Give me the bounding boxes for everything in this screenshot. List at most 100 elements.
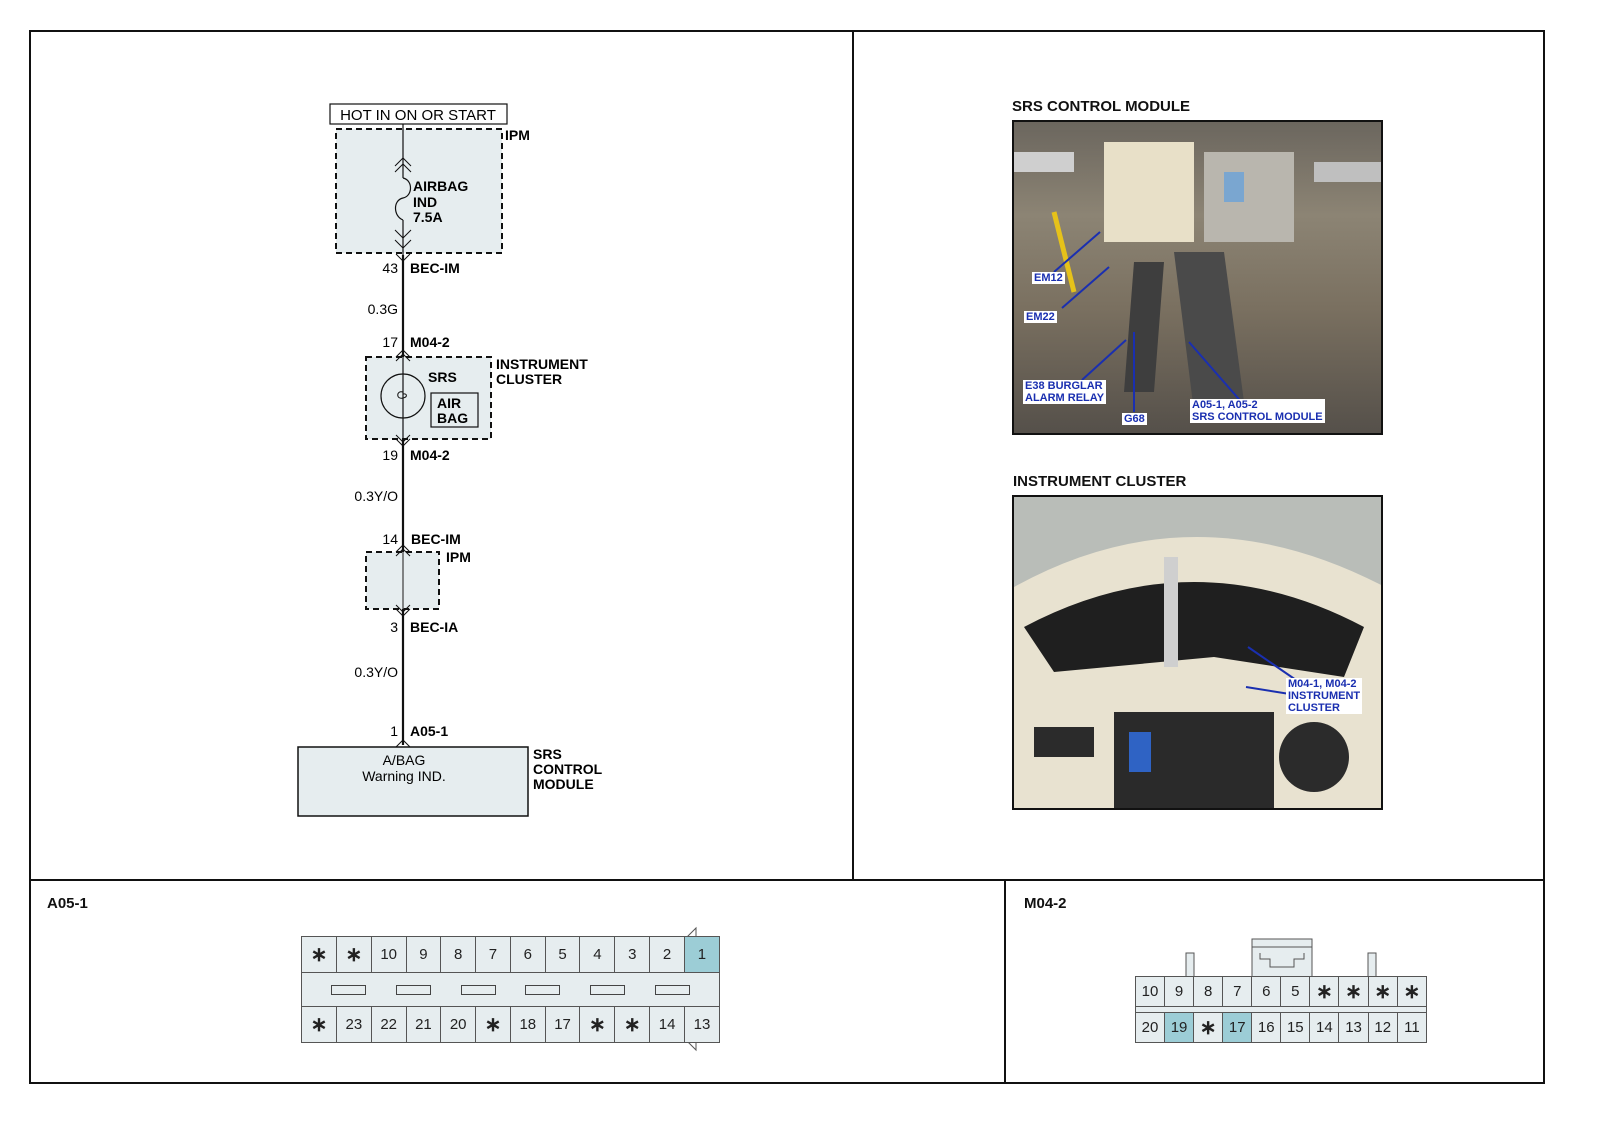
module-label: SRS <box>533 746 562 762</box>
pin-cell: 17 <box>544 1006 581 1043</box>
pin-cell: 14 <box>649 1006 685 1043</box>
unused-pin: ∗ <box>301 1006 337 1043</box>
callout-em12: EM12 <box>1032 272 1065 284</box>
m04-lock-tabs <box>1185 938 1377 977</box>
power-source-box <box>329 103 508 125</box>
fuse-icon <box>394 157 412 249</box>
pin-cell: 4 <box>579 936 616 973</box>
ipm-fuse-box <box>335 128 503 254</box>
callout-em22: EM22 <box>1024 311 1057 323</box>
pin-cell: 12 <box>1367 1012 1398 1043</box>
pin-cell: 13 <box>1338 1012 1369 1043</box>
instrument-cluster-box <box>365 356 492 440</box>
wire-spec: 0.3G <box>368 301 398 317</box>
pin-cell: 10 <box>1134 976 1166 1007</box>
ipm-mid-label: IPM <box>446 549 471 565</box>
pin-cell: 10 <box>370 936 407 973</box>
connector-name: BEC-IM <box>410 260 460 276</box>
connector-name: BEC-IA <box>410 619 458 635</box>
wire-spec: 0.3Y/O <box>354 488 398 504</box>
pin-cell: 22 <box>370 1006 407 1043</box>
power-source-label: HOT IN ON OR START <box>340 107 496 124</box>
module-label-3: MODULE <box>533 776 594 792</box>
callout-e38-burglar-alarm-relay: E38 BURGLAR ALARM RELAY <box>1023 380 1107 404</box>
fuse-rating: 7.5A <box>413 209 443 225</box>
pin-cell: 14 <box>1309 1012 1340 1043</box>
pin-number: 14 <box>382 531 398 547</box>
pin-cell: 5 <box>1280 976 1311 1007</box>
unused-pin: ∗ <box>475 1006 511 1043</box>
unused-pin: ∗ <box>579 1006 616 1043</box>
module-function: A/BAG <box>383 752 426 768</box>
srs-control-module-photo: EM12 EM22 E38 BURGLAR ALARM RELAY G68 A0… <box>1012 120 1383 435</box>
connector-name: A05-1 <box>410 723 448 739</box>
cluster-photo-title: INSTRUMENT CLUSTER <box>1013 473 1187 490</box>
callout-m04-instrument-cluster: M04-1, M04-2 INSTRUMENT CLUSTER <box>1286 678 1363 714</box>
connector-terminal-icon <box>395 253 411 262</box>
pin-cell: 21 <box>405 1006 442 1043</box>
pin-cell: 19 <box>1164 1012 1195 1043</box>
unused-pin: ∗ <box>1309 976 1340 1007</box>
cluster-label: INSTRUMENT <box>496 356 588 372</box>
airbag-text-2: BAG <box>437 410 468 426</box>
pin-cell: 17 <box>1222 1012 1253 1043</box>
pin-number: 1 <box>390 723 398 739</box>
pin-cell: 6 <box>509 936 546 973</box>
a05-key-tab <box>685 926 697 1052</box>
pin-cell: 9 <box>1164 976 1195 1007</box>
fuse-name-line2: IND <box>413 194 437 210</box>
airbag-indicator-box <box>430 392 479 428</box>
instrument-cluster-photo: M04-1, M04-2 INSTRUMENT CLUSTER <box>1012 495 1383 810</box>
cluster-photo-illustration <box>1014 537 1381 808</box>
unused-pin: ∗ <box>1396 976 1428 1007</box>
connector-name: BEC-IM <box>411 531 461 547</box>
cluster-label-2: CLUSTER <box>496 371 562 387</box>
pin-cell: 7 <box>475 936 511 973</box>
unused-pin: ∗ <box>1193 1012 1224 1043</box>
pin-cell: 9 <box>405 936 442 973</box>
connector-a05-title: A05-1 <box>47 895 88 912</box>
pin-cell: 6 <box>1251 976 1282 1007</box>
connector-latch-row <box>301 972 720 1007</box>
pin-number: 19 <box>382 447 398 463</box>
pin-number: 43 <box>382 260 398 276</box>
srs-photo-title: SRS CONTROL MODULE <box>1012 98 1191 115</box>
unused-pin: ∗ <box>335 936 372 973</box>
pin-cell: 23 <box>335 1006 372 1043</box>
pin-cell: 20 <box>440 1006 477 1043</box>
module-function-2: Warning IND. <box>362 768 446 784</box>
pin-cell: 20 <box>1134 1012 1166 1043</box>
pin-cell: 2 <box>649 936 685 973</box>
pin-cell: 15 <box>1280 1012 1311 1043</box>
unused-pin: ∗ <box>301 936 337 973</box>
connector-m04-panel <box>1004 879 1545 1084</box>
pin-cell: 16 <box>1251 1012 1282 1043</box>
pin-cell: 7 <box>1222 976 1253 1007</box>
unused-pin: ∗ <box>1338 976 1369 1007</box>
wiring-schematic: HOT IN ON OR START IPM AIRBAG IND 7.5A 4… <box>297 103 603 817</box>
airbag-text: AIR <box>437 395 461 411</box>
pin-number: 3 <box>390 619 398 635</box>
unused-pin: ∗ <box>614 1006 651 1043</box>
connector-name: M04-2 <box>410 447 450 463</box>
pin-cell: 1 <box>683 936 721 973</box>
pin-cell: 8 <box>1193 976 1224 1007</box>
srs-photo-illustration <box>1014 142 1381 412</box>
warning-lamp-icon <box>380 373 426 419</box>
pin-cell: 18 <box>509 1006 546 1043</box>
connector-m04-title: M04-2 <box>1024 895 1067 912</box>
callout-g68: G68 <box>1122 413 1147 425</box>
connector-name: M04-2 <box>410 334 450 350</box>
pin-cell: 3 <box>614 936 651 973</box>
unused-pin: ∗ <box>1367 976 1398 1007</box>
pin-number: 17 <box>382 334 398 350</box>
pin-cell: 13 <box>683 1006 721 1043</box>
callout-a05-srs-control-module: A05-1, A05-2 SRS CONTROL MODULE <box>1190 399 1325 423</box>
pin-cell: 8 <box>440 936 477 973</box>
srs-control-module-box <box>297 746 529 817</box>
pin-cell: 11 <box>1396 1012 1428 1043</box>
lamp-label: SRS <box>428 369 457 385</box>
pin-cell: 5 <box>544 936 581 973</box>
